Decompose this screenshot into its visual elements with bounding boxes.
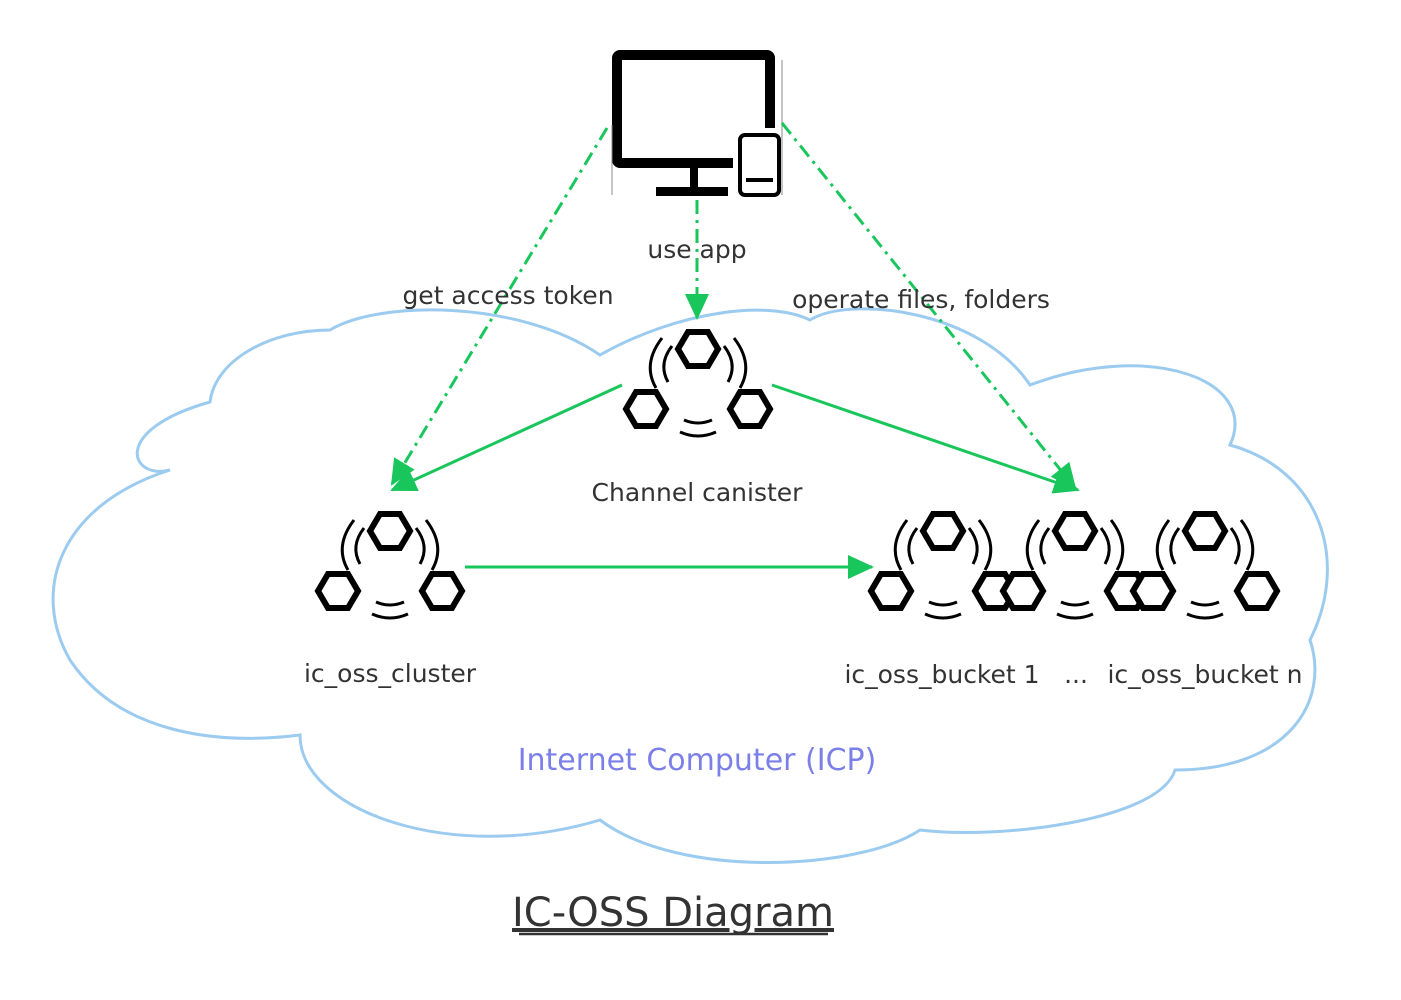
bucket-n-canister-icon [1133,514,1277,618]
label-operate-files: operate files, folders [792,285,1050,314]
diagram-title: IC-OSS Diagram [512,890,834,936]
bucket-1-canister-icon [871,514,1015,618]
edge-operate-files [780,122,1077,490]
label-ic-oss-bucket-1: ic_oss_bucket 1 [844,660,1039,689]
bucket-2-canister-icon [1003,514,1147,618]
edge-channel-to-cluster [390,383,623,492]
label-internet-computer: Internet Computer (ICP) [518,743,877,778]
label-ic-oss-cluster: ic_oss_cluster [304,659,477,688]
label-ic-oss-bucket-n: ic_oss_bucket n [1107,660,1302,689]
label-use-app: use app [647,235,746,264]
edge-channel-to-bucket [771,383,1080,494]
label-channel-canister: Channel canister [592,478,804,507]
cluster-canister-icon [318,514,462,618]
label-ellipsis: ... [1064,660,1088,689]
icp-cloud [51,307,1329,864]
channel-canister-icon [626,332,770,436]
label-get-access-token: get access token [402,281,613,310]
desktop-and-phone-icon [611,50,786,202]
edge-get-access-token [390,127,609,486]
